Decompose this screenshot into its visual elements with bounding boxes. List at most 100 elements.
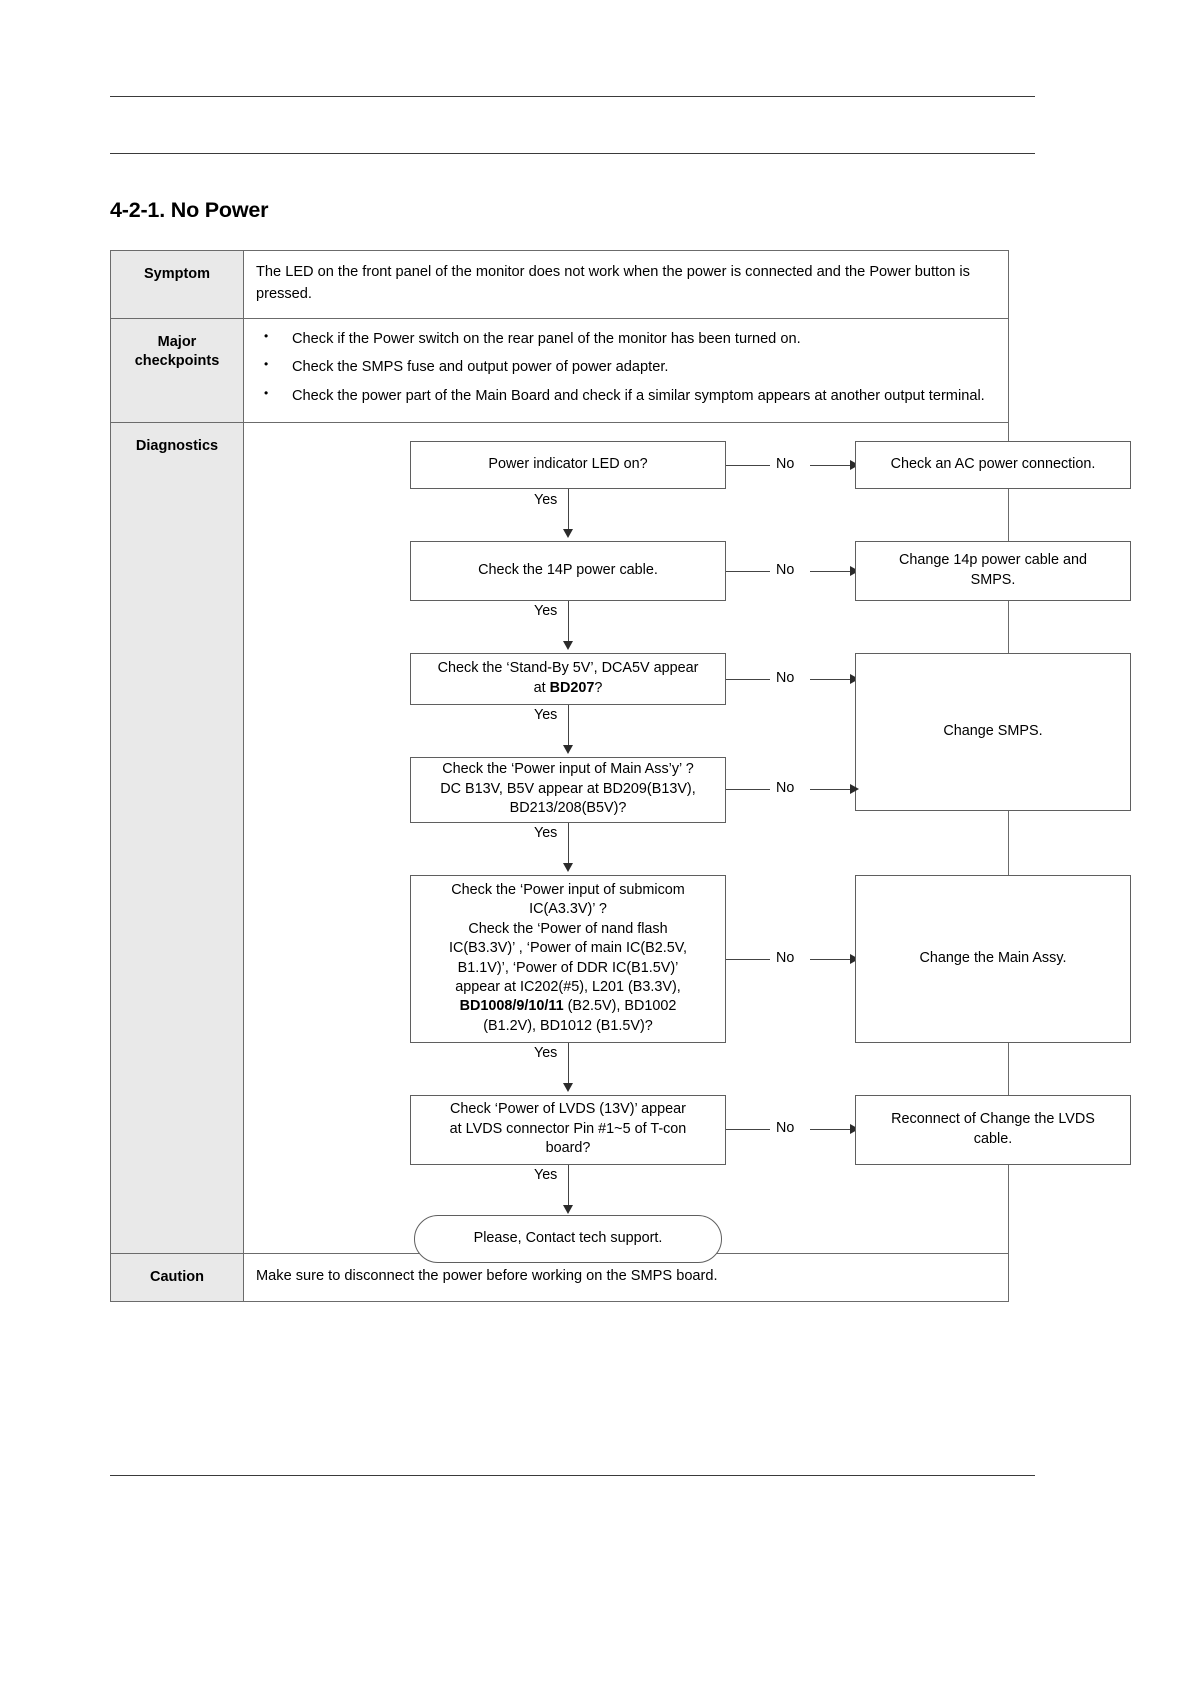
connector-2-h-right bbox=[810, 570, 854, 572]
flow-question-5: Check the ‘Power input of submicom IC(A3… bbox=[410, 874, 726, 1043]
flow-yes-label-1: Yes bbox=[534, 491, 558, 508]
row-label-checkpoints-line1: Major bbox=[157, 333, 197, 350]
connector-5-h-right bbox=[810, 958, 854, 960]
connector-4-v bbox=[568, 822, 569, 865]
connector-6-h-right bbox=[810, 1128, 854, 1130]
connector-1-h-left bbox=[726, 464, 770, 466]
flow-action-6-line2: cable. bbox=[973, 1130, 1013, 1147]
flow-question-3-line2: at BD207? bbox=[534, 679, 603, 698]
flow-no-label-6: No bbox=[776, 1119, 795, 1136]
header-rule-secondary bbox=[110, 153, 1035, 154]
flow-question-1: Power indicator LED on? bbox=[410, 440, 726, 489]
flow-question-4-line2: DC B13V, B5V appear at BD209(B13V), bbox=[440, 780, 696, 797]
troubleshooting-table: Symptom The LED on the front panel of th… bbox=[110, 250, 1131, 1303]
flow-terminator: Please, Contact tech support. bbox=[414, 1214, 722, 1263]
footer-rule bbox=[110, 1475, 1035, 1476]
flow-question-3-line2-post: ? bbox=[594, 679, 603, 696]
connector-3-h-right bbox=[810, 678, 854, 680]
header-rule bbox=[110, 96, 1035, 97]
list-item: Check the SMPS fuse and output power of … bbox=[256, 356, 996, 379]
flow-question-4: Check the ‘Power input of Main Ass’y’ ? … bbox=[410, 756, 726, 823]
row-label-diagnostics: Diagnostics bbox=[110, 421, 244, 1254]
list-item: Check if the Power switch on the rear pa… bbox=[256, 328, 996, 351]
flow-question-3-ref: BD207 bbox=[549, 679, 595, 696]
arrow-down-icon bbox=[563, 1204, 573, 1214]
flow-yes-label-5: Yes bbox=[534, 1044, 558, 1061]
arrow-right-icon bbox=[850, 459, 859, 470]
flowchart: Power indicator LED on? No Check an AC p… bbox=[244, 423, 1131, 1263]
flow-action-6: Reconnect of Change the LVDS cable. bbox=[855, 1094, 1131, 1165]
flow-action-5-text: Change the Main Assy. bbox=[919, 949, 1067, 966]
flow-question-5-line8: (B1.2V), BD1012 (B1.5V)? bbox=[483, 1017, 653, 1034]
flow-question-5-line2: IC(A3.3V)’ ? bbox=[529, 901, 607, 918]
symptom-text: The LED on the front panel of the monito… bbox=[243, 250, 1009, 319]
arrow-right-icon bbox=[850, 565, 859, 576]
flow-action-2: Change 14p power cable and SMPS. bbox=[855, 540, 1131, 601]
connector-4-h-left bbox=[726, 788, 770, 790]
arrow-down-icon bbox=[563, 640, 573, 650]
connector-1-v bbox=[568, 488, 569, 531]
flow-no-label-2: No bbox=[776, 561, 795, 578]
arrow-right-icon bbox=[850, 953, 859, 964]
flow-no-label-4: No bbox=[776, 779, 795, 796]
diagnostics-flowchart-cell: Power indicator LED on? No Check an AC p… bbox=[243, 421, 1131, 1263]
flow-question-6-line2: at LVDS connector Pin #1~5 of T-con bbox=[449, 1120, 687, 1137]
flow-question-2: Check the 14P power cable. bbox=[410, 540, 726, 601]
list-item: Check the power part of the Main Board a… bbox=[256, 385, 996, 408]
flow-action-change-smps-text: Change SMPS. bbox=[943, 722, 1043, 739]
flow-action-2-line1: Change 14p power cable and bbox=[898, 552, 1088, 569]
flow-yes-label-3: Yes bbox=[534, 706, 558, 723]
connector-6-h-left bbox=[726, 1128, 770, 1130]
connector-5-v bbox=[568, 1042, 569, 1085]
table-row-symptom: Symptom The LED on the front panel of th… bbox=[110, 250, 1009, 319]
checkpoints-list-cell: Check if the Power switch on the rear pa… bbox=[243, 317, 1009, 423]
connector-2-v bbox=[568, 600, 569, 643]
arrow-down-icon bbox=[563, 744, 573, 754]
flow-question-1-text: Power indicator LED on? bbox=[488, 455, 648, 472]
flow-question-5-line6: appear at IC202(#5), L201 (B3.3V), bbox=[455, 979, 681, 995]
flow-no-label-5: No bbox=[776, 949, 795, 966]
flow-question-5-line7: BD1008/9/10/11 (B2.5V), BD1002 bbox=[460, 997, 677, 1016]
flow-question-5-line5: B1.1V)’, ‘Power of DDR IC(B1.5V)’ bbox=[457, 959, 679, 976]
flow-question-5-line4: IC(B3.3V)’ , ‘Power of main IC(B2.5V, bbox=[448, 940, 688, 957]
flow-action-2-line2: SMPS. bbox=[970, 571, 1016, 588]
flow-no-label-1: No bbox=[776, 455, 795, 472]
table-row-diagnostics: Diagnostics Power indicator LED on? No C… bbox=[110, 421, 1131, 1263]
connector-3-h-left bbox=[726, 678, 770, 680]
flow-question-4-line3: BD213/208(B5V)? bbox=[509, 800, 627, 817]
flow-question-3-line1: Check the ‘Stand-By 5V’, DCA5V appear bbox=[437, 660, 699, 677]
connector-4-h-right bbox=[810, 788, 854, 790]
flow-question-2-text: Check the 14P power cable. bbox=[478, 561, 658, 578]
table-row-checkpoints: Major checkpoints Check if the Power swi… bbox=[110, 317, 1009, 423]
checkpoints-list: Check if the Power switch on the rear pa… bbox=[256, 328, 996, 408]
flow-question-3-line2-pre: at bbox=[533, 679, 550, 696]
arrow-right-icon bbox=[850, 673, 859, 684]
connector-1-h-right bbox=[810, 464, 854, 466]
connector-2-h-left bbox=[726, 570, 770, 572]
flow-yes-label-6: Yes bbox=[534, 1166, 558, 1183]
connector-6-v bbox=[568, 1164, 569, 1207]
row-label-symptom: Symptom bbox=[110, 250, 244, 319]
flow-yes-label-4: Yes bbox=[534, 824, 558, 841]
flow-question-5-line3: Check the ‘Power of nand flash bbox=[468, 920, 668, 937]
arrow-right-icon bbox=[850, 783, 859, 794]
flow-terminator-text: Please, Contact tech support. bbox=[473, 1229, 663, 1246]
flow-action-5: Change the Main Assy. bbox=[855, 874, 1131, 1043]
flow-question-4-line1: Check the ‘Power input of Main Ass’y’ ? bbox=[442, 761, 694, 778]
row-label-checkpoints: Major checkpoints bbox=[110, 317, 244, 423]
arrow-down-icon bbox=[563, 862, 573, 872]
arrow-down-icon bbox=[563, 1082, 573, 1092]
page-title: 4-2-1. No Power bbox=[110, 198, 269, 222]
flow-question-6: Check ‘Power of LVDS (13V)’ appear at LV… bbox=[410, 1094, 726, 1165]
flow-question-3: Check the ‘Stand-By 5V’, DCA5V appear at… bbox=[410, 652, 726, 705]
flow-yes-label-2: Yes bbox=[534, 602, 558, 619]
flow-no-label-3: No bbox=[776, 669, 795, 686]
flow-question-5-ref: BD1008/9/10/11 bbox=[459, 998, 564, 1015]
connector-3-v bbox=[568, 704, 569, 747]
arrow-down-icon bbox=[563, 528, 573, 538]
arrow-right-icon bbox=[850, 1123, 859, 1134]
connector-5-h-left bbox=[726, 958, 770, 960]
flow-action-change-smps: Change SMPS. bbox=[855, 652, 1131, 811]
flow-question-5-line1: Check the ‘Power input of submicom bbox=[451, 881, 685, 898]
